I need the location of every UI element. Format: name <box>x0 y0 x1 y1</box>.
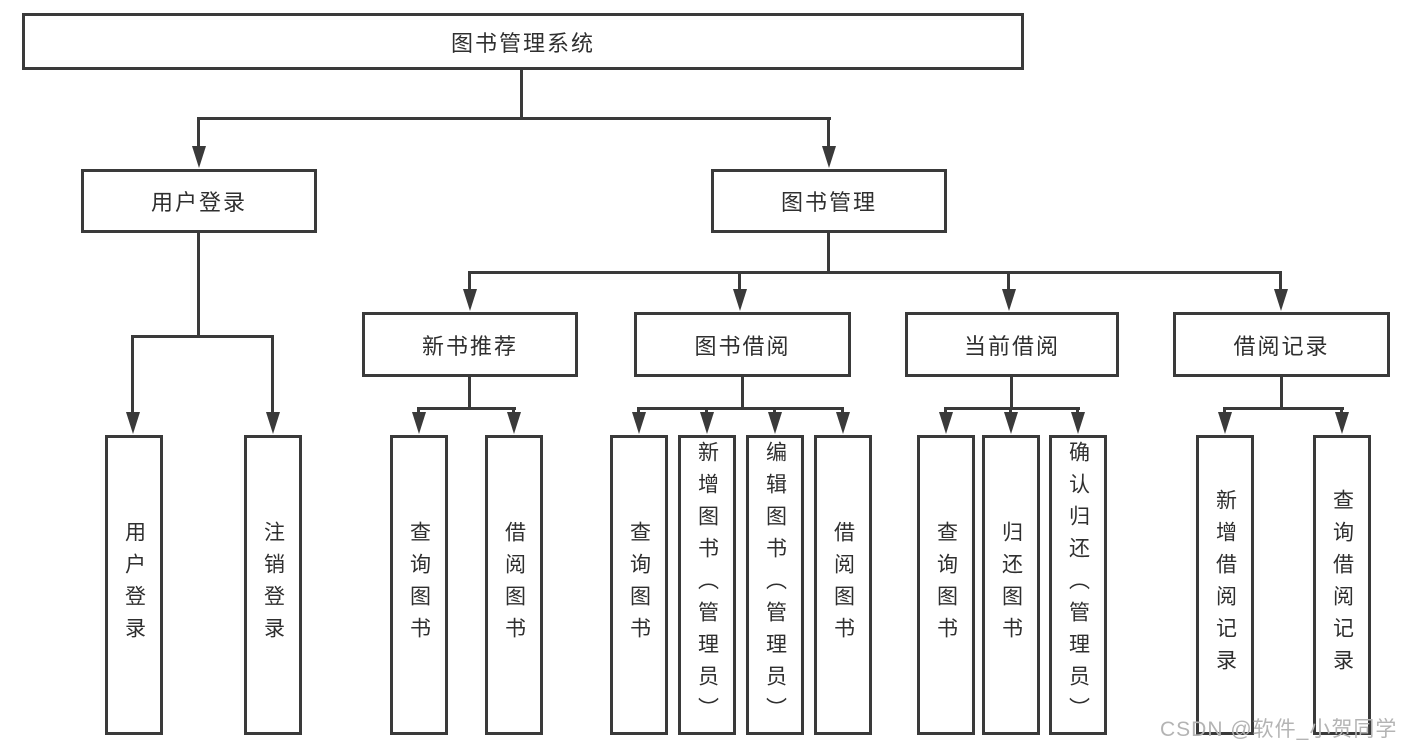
leaf-add-book-admin: 新增图书（管理员） <box>678 435 736 735</box>
node-new-book-recommend: 新书推荐 <box>362 312 578 377</box>
connector-arrowhead <box>1274 289 1288 311</box>
leaf-query-book-current-label: 查询图书 <box>934 521 958 649</box>
connector-arrowhead <box>733 289 747 311</box>
connector-line <box>417 407 420 416</box>
connector-line <box>827 117 830 149</box>
leaf-return-book-label: 归还图书 <box>999 521 1023 649</box>
connector-line <box>841 407 844 416</box>
leaf-add-borrow-record-label: 新增借阅记录 <box>1213 489 1237 681</box>
leaf-edit-book-admin: 编辑图书（管理员） <box>746 435 804 735</box>
connector-arrowhead <box>1002 289 1016 311</box>
connector-line <box>1223 407 1344 410</box>
connector-arrowhead <box>836 412 850 434</box>
connector-line <box>637 407 640 416</box>
leaf-edit-book-admin-label: 编辑图书（管理员） <box>763 441 787 729</box>
leaf-query-book-recommend-label: 查询图书 <box>407 521 431 649</box>
connector-line <box>271 335 274 415</box>
node-book-borrow: 图书借阅 <box>634 312 851 377</box>
node-borrow-records-label: 借阅记录 <box>1233 333 1330 359</box>
connector-arrowhead <box>192 146 206 168</box>
connector-line <box>827 233 830 274</box>
leaf-query-book-borrow-label: 查询图书 <box>627 521 651 649</box>
node-new-book-recommend-label: 新书推荐 <box>421 333 518 359</box>
leaf-logout-label: 注销登录 <box>261 521 285 649</box>
connector-line <box>738 271 741 292</box>
connector-arrowhead <box>1004 412 1018 434</box>
connector-arrowhead <box>700 412 714 434</box>
watermark-text: CSDN @软件_小贺同学 <box>1160 718 1398 741</box>
leaf-logout: 注销登录 <box>244 435 302 735</box>
connector-arrowhead <box>126 412 140 434</box>
leaf-user-login: 用户登录 <box>105 435 163 735</box>
node-user-login: 用户登录 <box>81 169 317 233</box>
leaf-confirm-return-admin: 确认归还（管理员） <box>1049 435 1107 735</box>
leaf-query-borrow-record: 查询借阅记录 <box>1313 435 1371 735</box>
connector-line <box>741 377 744 409</box>
connector-line <box>1010 377 1013 409</box>
node-current-borrow: 当前借阅 <box>905 312 1119 377</box>
connector-arrowhead <box>939 412 953 434</box>
connector-arrowhead <box>632 412 646 434</box>
connector-line <box>944 407 947 416</box>
node-borrow-records: 借阅记录 <box>1173 312 1390 377</box>
connector-arrowhead <box>463 289 477 311</box>
connector-line <box>773 407 776 416</box>
connector-line <box>468 271 471 292</box>
connector-arrowhead <box>822 146 836 168</box>
connector-line <box>637 407 844 410</box>
connector-line <box>131 335 134 415</box>
connector-arrowhead <box>266 412 280 434</box>
connector-arrowhead <box>1071 412 1085 434</box>
connector-line <box>468 271 1282 274</box>
leaf-confirm-return-admin-label: 确认归还（管理员） <box>1066 441 1090 729</box>
node-root-label: 图书管理系统 <box>450 30 595 56</box>
connector-line <box>1223 407 1226 416</box>
leaf-add-borrow-record: 新增借阅记录 <box>1196 435 1254 735</box>
connector-line <box>944 407 1080 410</box>
leaf-query-book-borrow: 查询图书 <box>610 435 668 735</box>
leaf-query-book-recommend: 查询图书 <box>390 435 448 735</box>
leaf-borrow-book-label: 借阅图书 <box>831 521 855 649</box>
leaf-return-book: 归还图书 <box>982 435 1040 735</box>
connector-line <box>468 377 471 409</box>
node-user-login-label: 用户登录 <box>150 190 247 215</box>
connector-line <box>1340 407 1343 416</box>
connector-line <box>197 117 831 120</box>
node-current-borrow-label: 当前借阅 <box>963 333 1060 359</box>
connector-line <box>1076 407 1079 416</box>
leaf-add-book-admin-label: 新增图书（管理员） <box>695 441 719 729</box>
leaf-user-login-label: 用户登录 <box>122 521 146 649</box>
leaf-query-book-current: 查询图书 <box>917 435 975 735</box>
leaf-borrow-book-recommend-label: 借阅图书 <box>502 521 526 649</box>
connector-line <box>197 233 200 337</box>
connector-arrowhead <box>1335 412 1349 434</box>
node-book-management-label: 图书管理 <box>780 190 877 215</box>
connector-arrowhead <box>1218 412 1232 434</box>
connector-line <box>705 407 708 416</box>
connector-line <box>1009 407 1012 416</box>
connector-line <box>131 335 274 338</box>
node-root: 图书管理系统 <box>22 13 1024 70</box>
leaf-query-borrow-record-label: 查询借阅记录 <box>1330 489 1354 681</box>
node-book-management: 图书管理 <box>711 169 947 233</box>
connector-line <box>417 407 516 410</box>
connector-line <box>512 407 515 416</box>
leaf-borrow-book-recommend: 借阅图书 <box>485 435 543 735</box>
connector-line <box>1279 271 1282 292</box>
leaf-borrow-book: 借阅图书 <box>814 435 872 735</box>
connector-line <box>520 70 523 119</box>
connector-line <box>1280 377 1283 409</box>
connector-line <box>1007 271 1010 292</box>
connector-arrowhead <box>507 412 521 434</box>
node-book-borrow-label: 图书借阅 <box>694 333 791 359</box>
connector-line <box>197 117 200 149</box>
connector-arrowhead <box>768 412 782 434</box>
connector-arrowhead <box>412 412 426 434</box>
